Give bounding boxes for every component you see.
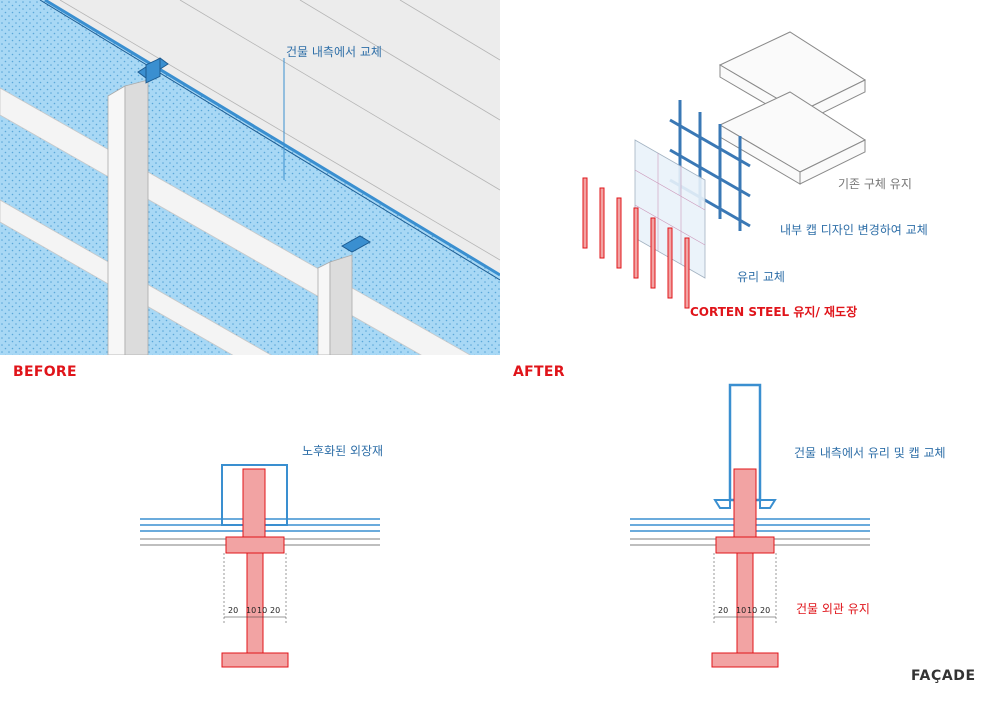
facade-title: FAÇADE <box>911 668 976 684</box>
before-tag: BEFORE <box>13 364 77 380</box>
label-change-inner-cap: 내부 캡 디자인 변경하여 교체 <box>780 223 928 237</box>
before-dim-1: 10 <box>246 606 256 615</box>
after-dim-3: 20 <box>760 606 770 615</box>
after-dim-2: 10 <box>747 606 757 615</box>
corten-steel-fins <box>582 177 690 309</box>
label-corten-keep: CORTEN STEEL 유지/ 재도장 <box>690 305 858 319</box>
before-section-detail: 20 10 10 20 <box>140 464 380 668</box>
facade-isometric-view <box>0 0 500 355</box>
exploded-assembly-view <box>582 31 867 309</box>
label-keep-existing-structure: 기존 구체 유지 <box>838 177 912 191</box>
after-section-detail: 20 10 10 20 <box>630 383 870 668</box>
label-aged-cladding: 노후화된 외장재 <box>302 444 384 458</box>
label-keep-exterior: 건물 외관 유지 <box>796 602 870 616</box>
after-dim-1: 10 <box>736 606 746 615</box>
label-replace-glass-cap: 건물 내측에서 유리 및 캡 교체 <box>794 446 946 460</box>
after-dim-0: 20 <box>718 606 728 615</box>
label-replace-from-inside: 건물 내측에서 교체 <box>286 45 382 59</box>
before-dim-0: 20 <box>228 606 238 615</box>
before-dim-2: 10 <box>257 606 267 615</box>
before-dim-3: 20 <box>270 606 280 615</box>
after-tag: AFTER <box>513 364 565 380</box>
label-replace-glass: 유리 교체 <box>737 270 785 284</box>
